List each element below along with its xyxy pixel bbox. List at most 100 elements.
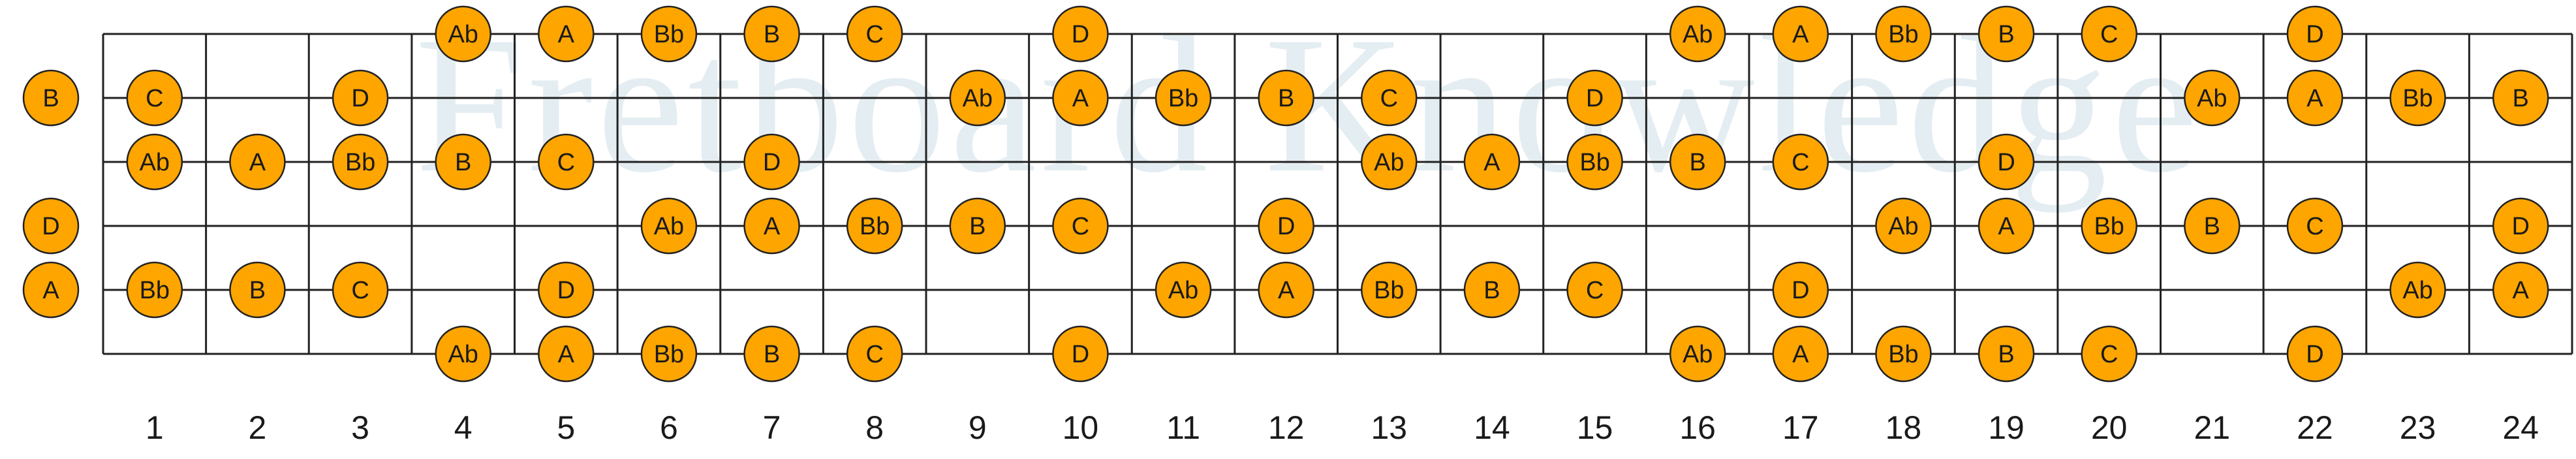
fret-note: D: [743, 133, 800, 191]
note-label: Bb: [1888, 21, 1918, 48]
note-label: C: [2100, 21, 2118, 48]
note-label: C: [2100, 341, 2118, 368]
note-label: D: [1586, 85, 1604, 112]
note-label: D: [42, 213, 59, 240]
note-label: D: [557, 277, 575, 304]
note-circle: [1258, 69, 1314, 127]
note-circle: [126, 133, 183, 191]
fret-note: Ab: [640, 197, 698, 255]
note-label: Ab: [448, 341, 478, 368]
note-circle: [2389, 69, 2446, 127]
note-circle: [2286, 197, 2344, 255]
note-circle: [1978, 325, 2035, 383]
note-circle: [2286, 325, 2344, 383]
note-circle: [640, 5, 698, 63]
fret-number: 14: [1474, 409, 1510, 446]
fret-note: Ab: [949, 69, 1006, 127]
note-label: D: [1792, 277, 1809, 304]
note-label: A: [558, 341, 575, 368]
note-circle: [743, 133, 800, 191]
fret-note: B: [1258, 69, 1314, 127]
note-circle: [1258, 261, 1314, 319]
note-circle: [22, 197, 80, 255]
note-circle: [2184, 69, 2241, 127]
fret-note: Ab: [2184, 69, 2241, 127]
note-circle: [743, 325, 800, 383]
note-label: A: [1483, 149, 1500, 176]
note-circle: [126, 69, 183, 127]
fret-note: C: [126, 69, 183, 127]
note-label: Ab: [2402, 277, 2432, 304]
fret-note: B: [1669, 133, 1726, 191]
note-circle: [2286, 69, 2344, 127]
fret-note: A: [1978, 197, 2035, 255]
fret-note: Ab: [435, 5, 491, 63]
note-circle: [1258, 197, 1314, 255]
fret-note: Bb: [1361, 261, 1418, 319]
note-circle: [2492, 69, 2549, 127]
note-circle: [22, 261, 80, 319]
note-circle: [1669, 325, 1726, 383]
fret-note: Ab: [126, 133, 183, 191]
note-label: Ab: [140, 149, 170, 176]
note-label: D: [1997, 149, 2015, 176]
note-label: Ab: [448, 21, 478, 48]
fret-note: Bb: [846, 197, 903, 255]
fret-number: 18: [1885, 409, 1922, 446]
open-string-note: D: [22, 197, 80, 255]
note-label: B: [249, 277, 266, 304]
note-circle: [332, 261, 389, 319]
note-circle: [846, 197, 903, 255]
note-label: Bb: [1168, 85, 1198, 112]
fret-number: 8: [865, 409, 884, 446]
fret-note: Bb: [126, 261, 183, 319]
fret-note: C: [538, 133, 595, 191]
fret-note: Ab: [1875, 197, 1932, 255]
fret-note: B: [949, 197, 1006, 255]
fret-note: Bb: [2081, 197, 2137, 255]
fret-note: Ab: [2389, 261, 2446, 319]
fret-note: D: [2492, 197, 2549, 255]
fret-note: B: [2184, 197, 2241, 255]
fret-note: Bb: [1566, 133, 1623, 191]
note-label: Ab: [1374, 149, 1404, 176]
note-label: D: [1072, 21, 1089, 48]
fret-note: B: [743, 5, 800, 63]
note-circle: [229, 261, 286, 319]
fret-note: C: [1361, 69, 1418, 127]
note-circle: [229, 133, 286, 191]
note-circle: [1875, 325, 1932, 383]
note-label: B: [1483, 277, 1500, 304]
note-label: A: [1792, 341, 1809, 368]
note-label: C: [146, 85, 163, 112]
note-label: A: [2513, 277, 2530, 304]
note-circle: [1361, 261, 1418, 319]
fret-note: C: [332, 261, 389, 319]
note-circle: [1566, 261, 1623, 319]
note-label: Ab: [1683, 341, 1713, 368]
note-circle: [1052, 325, 1109, 383]
note-circle: [126, 261, 183, 319]
note-label: Bb: [1579, 149, 1609, 176]
note-circle: [1052, 197, 1109, 255]
fret-number: 13: [1371, 409, 1408, 446]
fret-note: D: [332, 69, 389, 127]
fret-number: 6: [660, 409, 678, 446]
note-circle: [2492, 197, 2549, 255]
open-string-note: B: [22, 69, 80, 127]
note-circle: [538, 133, 595, 191]
fret-note: Ab: [435, 325, 491, 383]
fret-note: A: [1052, 69, 1109, 127]
fret-note: Bb: [640, 5, 698, 63]
note-label: A: [558, 21, 575, 48]
note-circle: [435, 325, 491, 383]
fret-note: B: [1978, 5, 2035, 63]
note-circle: [1052, 5, 1109, 63]
note-circle: [538, 261, 595, 319]
note-circle: [332, 69, 389, 127]
note-circle: [2081, 197, 2137, 255]
note-circle: [1155, 261, 1212, 319]
note-circle: [538, 325, 595, 383]
